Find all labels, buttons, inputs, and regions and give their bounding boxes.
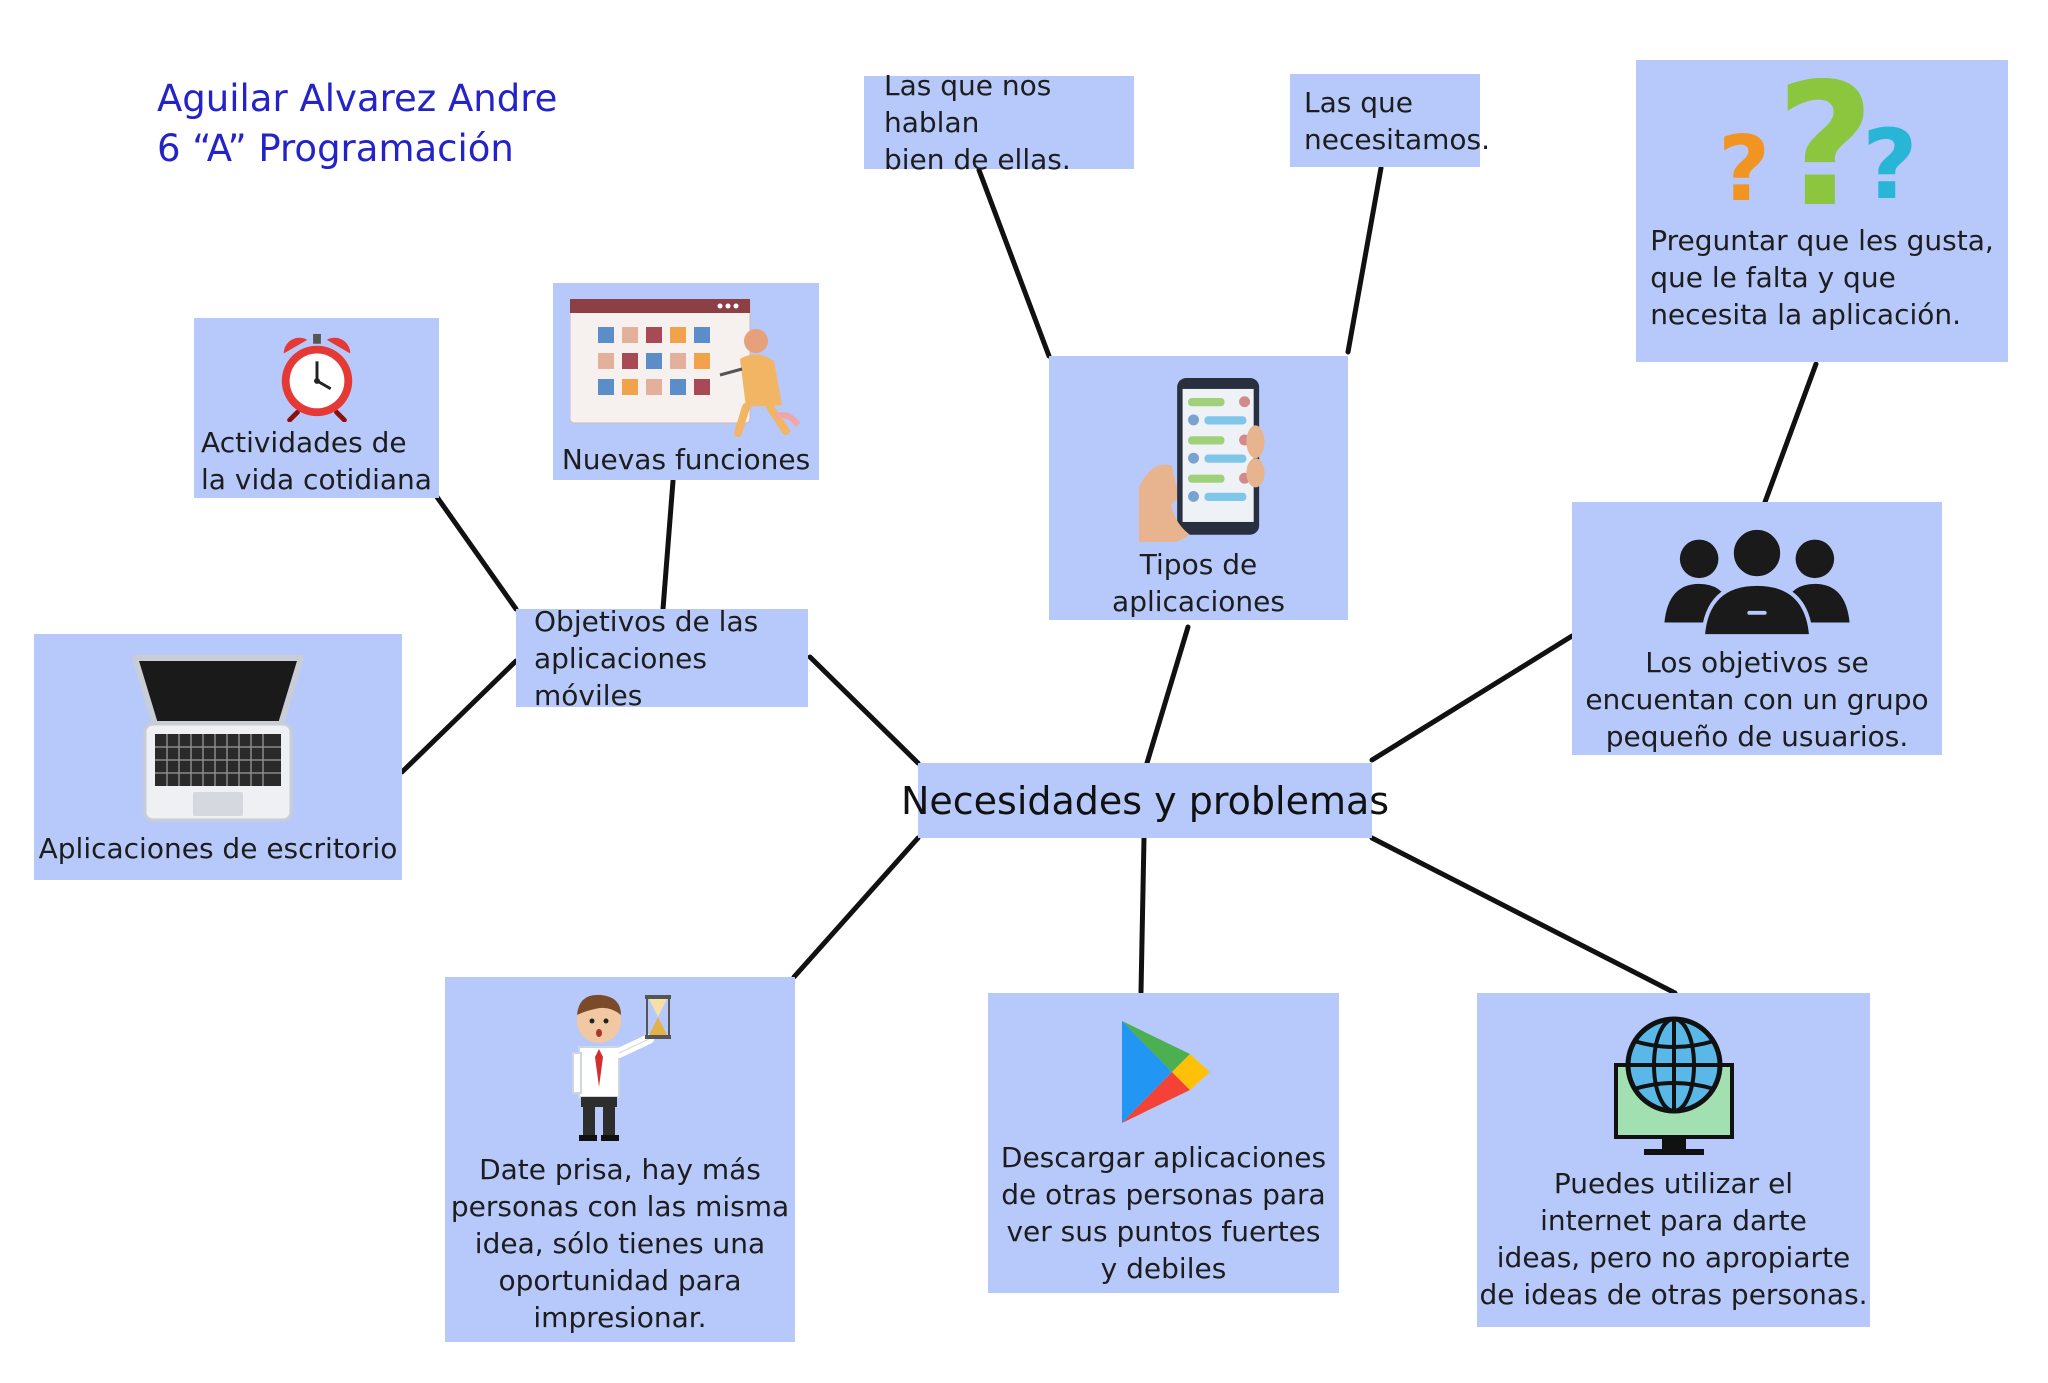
businessman-hourglass-icon (572, 994, 671, 1141)
objetivos-node: Objetivos de las aplicaciones móviles (516, 605, 808, 712)
author-title: Aguilar Alvarez Andre 6 “A” Programación (157, 74, 557, 174)
svg-text:?: ? (1862, 109, 1918, 218)
descargar-node: Descargar aplicaciones de otras personas… (988, 993, 1339, 1293)
phone-chat-icon (1138, 378, 1265, 542)
escritorio-node: Aplicaciones de escritorio (34, 634, 402, 880)
descargar-line3: ver sus puntos fuertes (1006, 1215, 1321, 1248)
connector-center-internet (1369, 835, 1678, 996)
user-group-icon (1664, 528, 1850, 636)
prisa-line4: oportunidad para (498, 1264, 742, 1297)
author-group: 6 “A” Programación (157, 127, 514, 170)
internet-line1: Puedes utilizar el (1553, 1167, 1794, 1200)
grupo-line1: Los objetivos se (1645, 646, 1869, 679)
connector-center-prisa (791, 835, 921, 980)
internet-line3: ideas, pero no apropiarte (1496, 1241, 1851, 1274)
hablan-node: Las que nos hablan bien de ellas. (864, 69, 1134, 176)
preguntar-line2: que le falta y que (1650, 261, 1896, 294)
laptop-icon (132, 655, 304, 822)
necesitamos-label-line1: Las que (1304, 85, 1413, 119)
app-grid-designer-icon (570, 299, 801, 437)
alarm-clock-icon (281, 333, 352, 422)
connector-grupo-preguntar (1762, 361, 1819, 505)
prisa-line5: impresionar. (533, 1301, 707, 1334)
connector-center-grupo (1369, 633, 1575, 763)
connector-objetivos-escritorio (399, 658, 519, 775)
hablan-label-line2: bien de ellas. (884, 143, 1071, 176)
author-name: Aguilar Alvarez Andre (157, 77, 558, 120)
svg-text:?: ? (1776, 78, 1875, 218)
descargar-line2: de otras personas para (1001, 1178, 1326, 1211)
question-marks-icon: ? ? ? (1718, 78, 1918, 218)
preguntar-node: ? ? ? Preguntar que les gusta, que le fa… (1636, 60, 2008, 362)
grupo-line2: encuentan con un grupo (1585, 683, 1929, 716)
preguntar-line1: Preguntar que les gusta, (1650, 224, 1994, 257)
actividades-label-line1: Actividades de (201, 426, 407, 459)
actividades-node: Actividades de la vida cotidiana (194, 318, 439, 498)
center-node: Necesidades y problemas (901, 763, 1389, 838)
descargar-line4: y debiles (1100, 1252, 1227, 1285)
nuevas-label: Nuevas funciones (561, 443, 811, 476)
center-label: Necesidades y problemas (900, 778, 1390, 823)
connector-center-objetivos (807, 654, 921, 766)
descargar-line1: Descargar aplicaciones (1000, 1141, 1327, 1174)
svg-text:?: ? (1718, 117, 1770, 218)
hablan-label-line1: Las que nos hablan (884, 69, 1052, 139)
connector-center-descargar (1138, 835, 1147, 995)
prisa-node: Date prisa, hay más personas con las mis… (445, 977, 795, 1342)
necesitamos-node: Las que necesitamos. (1290, 74, 1490, 167)
connector-objetivos-nuevas (660, 478, 676, 612)
preguntar-line3: necesita la aplicación. (1650, 298, 1962, 331)
connector-objetivos-actividades (434, 494, 519, 612)
internet-line2: internet para darte (1540, 1204, 1807, 1237)
internet-line4: de ideas de otras personas. (1479, 1278, 1868, 1311)
objetivos-label-line2: aplicaciones móviles (534, 641, 707, 712)
actividades-label-line2: la vida cotidiana (201, 463, 432, 496)
globe-monitor-icon (1613, 1016, 1734, 1155)
grupo-line3: pequeño de usuarios. (1605, 720, 1909, 753)
objetivos-label-line1: Objetivos de las (534, 604, 759, 638)
grupo-node: Los objetivos se encuentan con un grupo … (1572, 502, 1942, 755)
necesitamos-label-line2: necesitamos. (1304, 122, 1490, 156)
connector-tipos-hablan (976, 167, 1052, 359)
prisa-line3: idea, sólo tienes una (474, 1227, 766, 1260)
prisa-line1: Date prisa, hay más (479, 1153, 761, 1186)
connector-center-tipos (1144, 624, 1191, 766)
tipos-node: Tipos de aplicaciones (1049, 356, 1348, 620)
escritorio-label: Aplicaciones de escritorio (38, 832, 398, 865)
play-store-icon (1121, 1021, 1210, 1123)
connector-tipos-necesitamos (1345, 165, 1384, 355)
nuevas-node: Nuevas funciones (553, 283, 819, 480)
tipos-label: Tipos de aplicaciones (1112, 548, 1285, 618)
internet-node: Puedes utilizar el internet para darte i… (1477, 993, 1870, 1327)
prisa-line2: personas con las misma (450, 1190, 790, 1223)
